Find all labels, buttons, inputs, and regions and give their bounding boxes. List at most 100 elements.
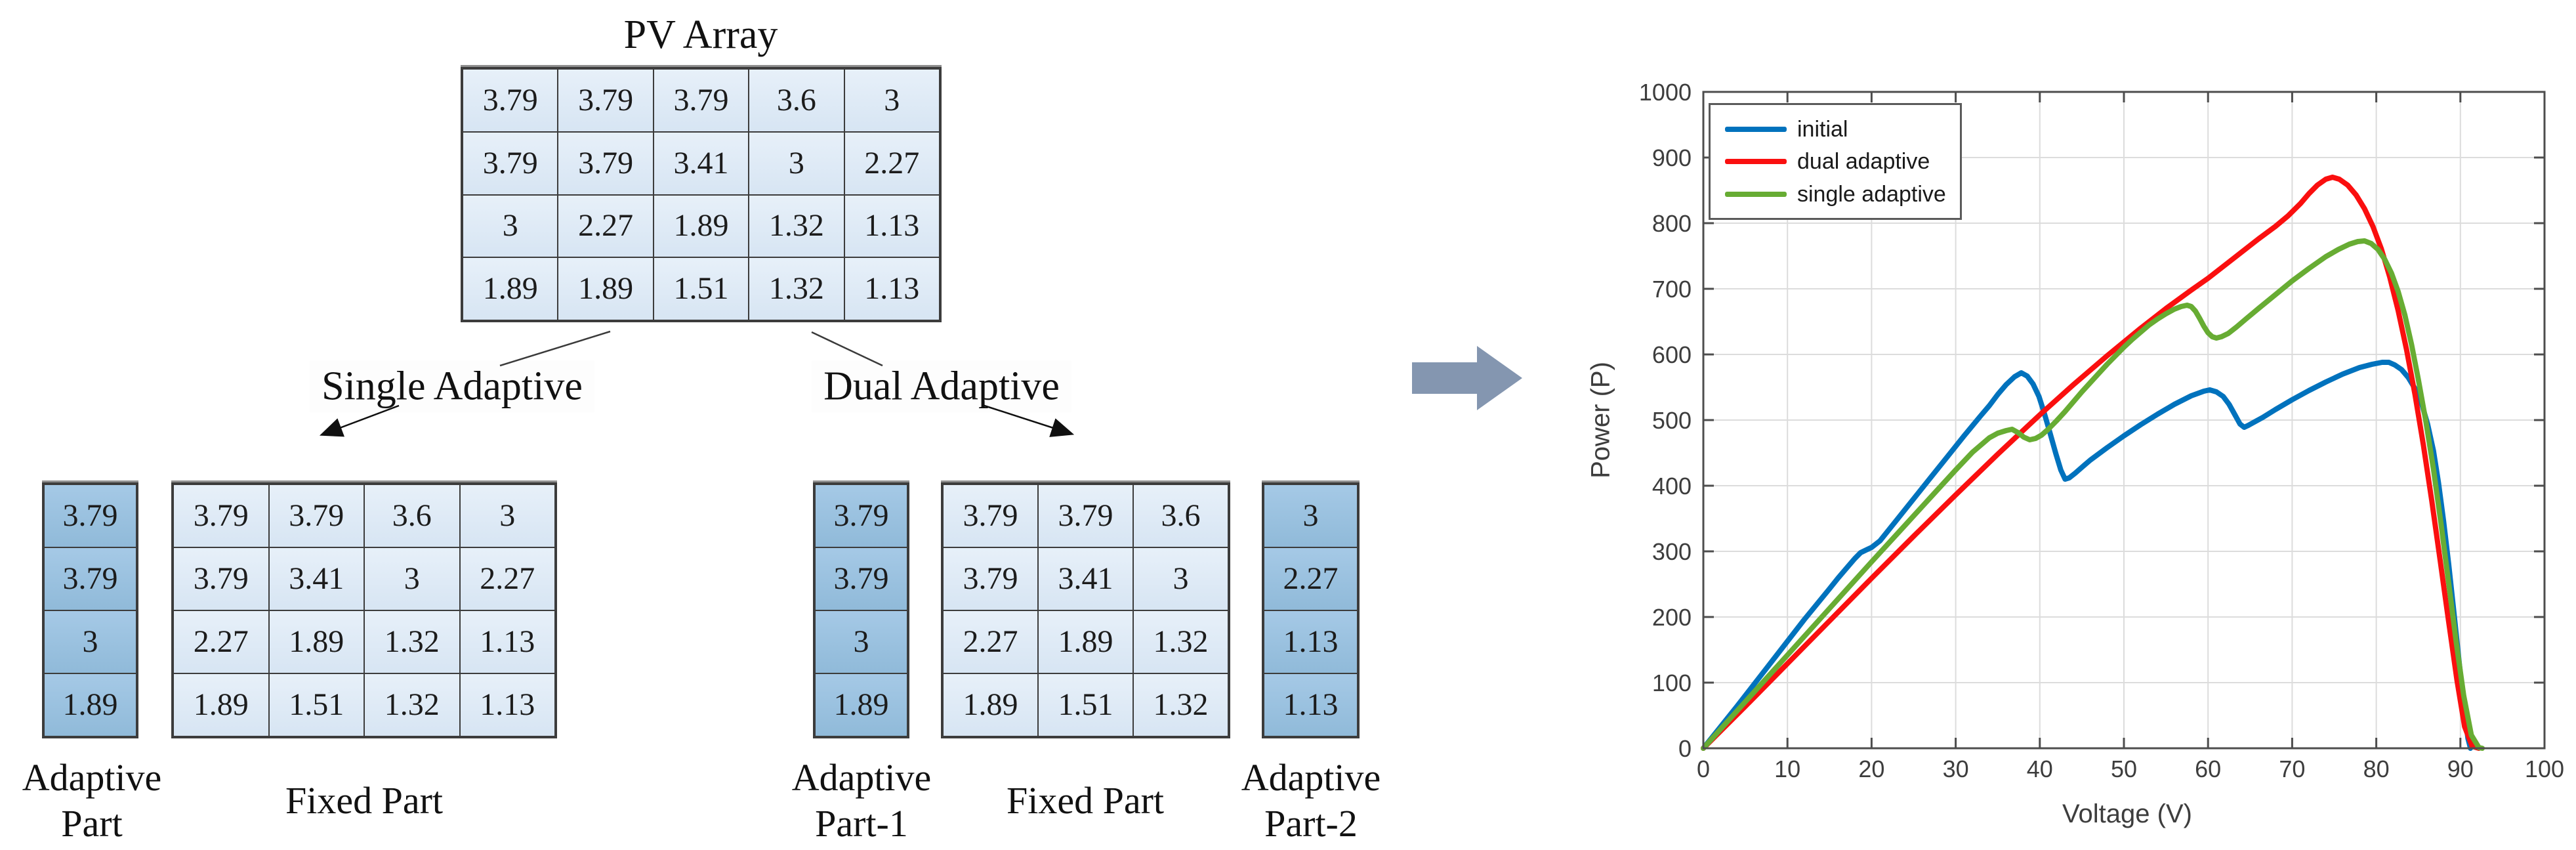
pv-array-cell: 1.89 — [654, 195, 749, 257]
legend-entry-label: dual adaptive — [1797, 149, 1930, 174]
pv-array-cell: 1.32 — [749, 195, 844, 257]
single-fixed-cell: 1.32 — [365, 674, 459, 736]
legend-line-sample — [1725, 126, 1787, 132]
single-fixed-cell: 3 — [460, 485, 554, 547]
pv-array-cell: 3.79 — [558, 132, 653, 194]
curve-single-adaptive — [1701, 238, 2485, 751]
dual-fixed-cell: 3.6 — [1134, 485, 1228, 547]
single-fixed-cell: 1.32 — [365, 611, 459, 673]
single-fixed-cell: 1.51 — [269, 674, 364, 736]
y-tick-label: 100 — [1652, 669, 1692, 696]
x-tick-label: 30 — [1942, 755, 1969, 782]
dual-adaptive1-cell: 1.89 — [816, 674, 907, 736]
y-tick-label: 800 — [1652, 210, 1692, 237]
single-adaptive-cell: 1.89 — [45, 674, 136, 736]
curve-dual-adaptive — [1701, 175, 2482, 751]
arrow-to-single-tables — [319, 404, 400, 437]
dual-fixed-cell: 1.89 — [1039, 611, 1132, 673]
curve-initial — [1701, 360, 2474, 751]
pv-array-cell: 2.27 — [844, 132, 939, 194]
dual-fixed-cell: 3.79 — [944, 548, 1037, 610]
x-tick-label: 80 — [2363, 755, 2390, 782]
connector-line-dual — [811, 331, 883, 367]
x-tick-label: 70 — [2279, 755, 2306, 782]
dual-fixed-cell: 1.51 — [1039, 674, 1132, 736]
x-tick-label: 90 — [2447, 755, 2474, 782]
y-tick-label: 500 — [1652, 407, 1692, 434]
legend-line-sample — [1725, 159, 1787, 164]
single-fixed-cell: 1.13 — [460, 611, 554, 673]
y-tick-label: 600 — [1652, 341, 1692, 368]
single-fixed-cell: 3.79 — [174, 485, 268, 547]
y-tick-label: 0 — [1678, 735, 1692, 762]
pv-array-cell: 3 — [463, 195, 558, 257]
dual-fixed-cell: 3 — [1134, 548, 1228, 610]
single-fixed-cell: 1.89 — [269, 611, 364, 673]
dual-adaptive2-cell: 1.13 — [1264, 674, 1357, 736]
legend-entry: initial — [1711, 118, 1960, 140]
y-tick-label: 400 — [1652, 473, 1692, 499]
single-fixed-cell: 3.6 — [365, 485, 459, 547]
y-tick-label: 900 — [1652, 144, 1692, 171]
single-adaptive-cell: 3.79 — [45, 485, 136, 547]
chart-curves — [1701, 175, 2485, 751]
pv-array-title: PV Array — [623, 12, 778, 57]
pv-array-cell: 3 — [844, 70, 939, 131]
pv-array-cell: 3.79 — [558, 70, 653, 131]
dual-fixed-cell: 2.27 — [944, 611, 1037, 673]
y-tick-label: 1000 — [1638, 79, 1692, 106]
chart-axes-frame — [1702, 91, 2546, 750]
caption-fixed-part-dual: Fixed Part — [1006, 779, 1165, 822]
pv-array-cell: 1.89 — [558, 258, 653, 320]
pv-array-cell: 3.79 — [654, 70, 749, 131]
pv-array-cell: 1.51 — [654, 258, 749, 320]
single-fixed-cell: 3.79 — [174, 548, 268, 610]
dual-fixed-cell: 1.32 — [1134, 674, 1228, 736]
x-axis-label: Voltage (V) — [2062, 799, 2192, 828]
legend-line-sample — [1725, 191, 1787, 197]
caption-fixed-part-single: Fixed Part — [285, 779, 444, 822]
pv-array-cell: 3.41 — [654, 132, 749, 194]
legend-entry: dual adaptive — [1711, 150, 1960, 173]
single-fixed-cell: 3.41 — [269, 548, 364, 610]
pv-array-cell: 1.32 — [749, 258, 844, 320]
dual-fixed-cell: 1.32 — [1134, 611, 1228, 673]
single-adaptive-cell: 3.79 — [45, 548, 136, 610]
connector-line-single — [499, 330, 611, 367]
pv-array-cell: 1.89 — [463, 258, 558, 320]
caption-adaptive-part1: Adaptive Part-1 — [791, 756, 932, 845]
dual-adaptive-label: Dual Adaptive — [812, 360, 1071, 413]
y-tick-label: 300 — [1652, 538, 1692, 565]
pv-array-cell: 3.79 — [463, 70, 558, 131]
dual-adaptive1-cell: 3.79 — [816, 548, 907, 610]
pv-array-cell: 3.6 — [749, 70, 844, 131]
pv-array-cell: 3.79 — [463, 132, 558, 194]
dual-adaptive1-cell: 3 — [816, 611, 907, 673]
x-tick-label: 100 — [2524, 755, 2565, 782]
legend-entry-label: initial — [1797, 116, 1848, 142]
x-tick-label: 0 — [1696, 755, 1711, 782]
single-adaptive-cell: 3 — [45, 611, 136, 673]
y-axis-label: Power (P) — [1586, 362, 1615, 478]
dual-adaptive1-cell: 3.79 — [816, 485, 907, 547]
dual-adaptive2-cell: 2.27 — [1264, 548, 1357, 610]
x-tick-label: 10 — [1774, 755, 1801, 782]
dual-adaptive2-cell: 3 — [1264, 485, 1357, 547]
block-arrow-icon — [1412, 346, 1522, 410]
caption-adaptive-part: Adaptive Part — [22, 756, 162, 845]
legend-entry: single adaptive — [1711, 183, 1960, 205]
pv-array-cell: 1.13 — [844, 195, 939, 257]
dual-fixed-cell: 3.79 — [944, 485, 1037, 547]
pv-array-cell: 1.13 — [844, 258, 939, 320]
caption-adaptive-part2: Adaptive Part-2 — [1241, 756, 1381, 845]
single-fixed-cell: 2.27 — [174, 611, 268, 673]
arrow-to-dual-tables — [982, 404, 1075, 437]
single-adaptive-label: Single Adaptive — [310, 360, 594, 413]
dual-fixed-cell: 3.79 — [1039, 485, 1132, 547]
